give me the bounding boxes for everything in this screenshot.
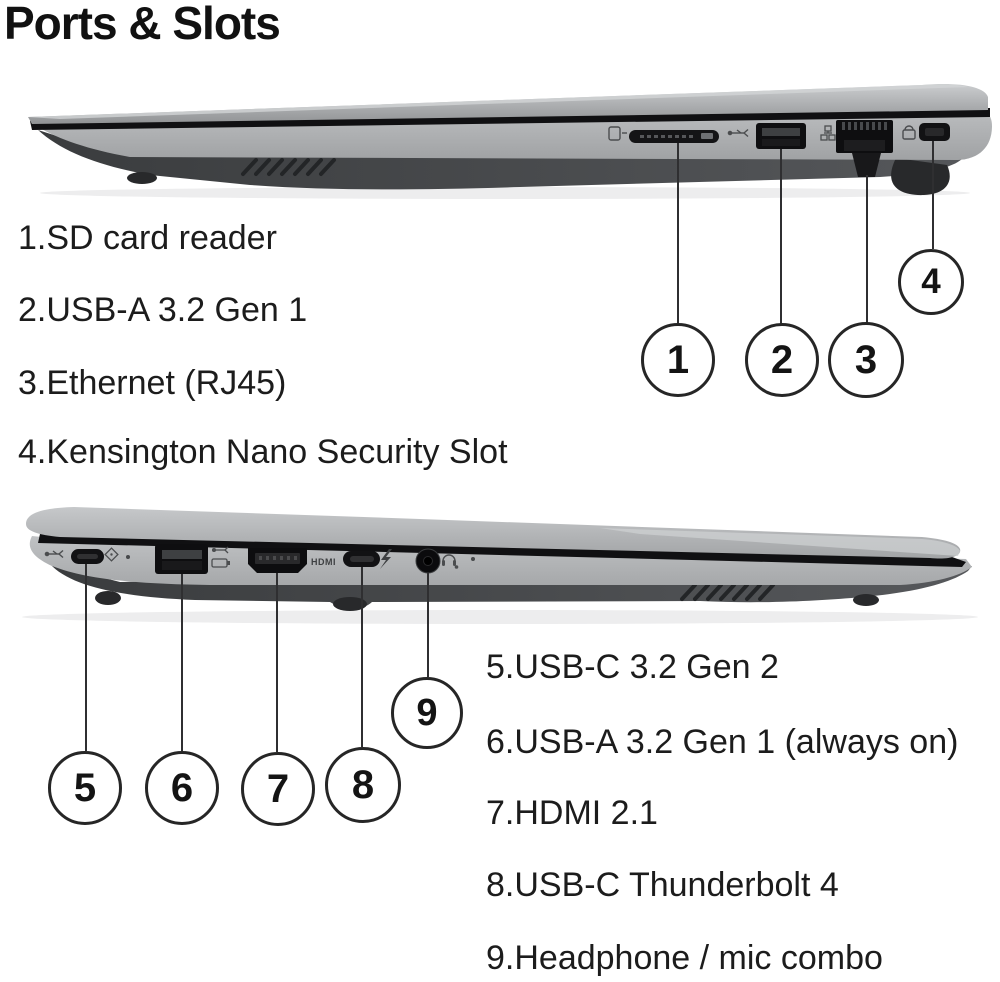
kensington-nano-slot [919,123,950,141]
callout-number-9: 9 [416,691,438,734]
callout-line-4 [932,141,934,249]
laptop2-right-foot [853,594,879,606]
callout-line-7 [276,573,278,752]
usb-a-port-2 [155,544,208,574]
callout-circle-9: 9 [391,677,463,749]
port-label-6: 6.USB-A 3.2 Gen 1 (always on) [486,723,959,761]
callout-line-6 [181,574,183,751]
callout-number-8: 8 [351,762,375,807]
usb-superspeed-icon-usba [211,546,229,554]
laptop1-lid-highlight [28,84,968,119]
ethernet-icon [820,125,836,141]
laptop-left-side-view: HDMI [22,507,978,624]
laptop2-lid-gap [38,534,966,567]
callout-line-1 [677,143,679,323]
callout-line-3 [866,175,868,323]
laptop2-left-foot [95,591,121,605]
port-label-4: 4.Kensington Nano Security Slot [18,433,508,471]
power-diamond-icon [104,547,119,562]
led-dot-icon [126,555,130,559]
headphone-jack-port [415,548,441,574]
port-label-3: 3.Ethernet (RJ45) [18,364,287,402]
laptop1-right-foot [891,158,950,196]
callout-circle-7: 7 [241,752,315,826]
callout-circle-8: 8 [325,747,401,823]
callout-number-1: 1 [666,337,690,382]
laptop2-lid-highlight [600,528,960,556]
usb-c-port [71,549,104,564]
usb-superspeed-icon-usbc [44,549,64,559]
callout-circle-6: 6 [145,751,219,825]
callout-circle-5: 5 [48,751,122,825]
thunderbolt-usb-c-port [343,551,380,567]
callout-number-4: 4 [921,262,941,301]
callout-number-7: 7 [266,766,290,811]
callout-number-3: 3 [854,337,878,382]
port-label-9: 9.Headphone / mic combo [486,939,883,977]
port-label-2: 2.USB-A 3.2 Gen 1 [18,291,308,329]
ethernet-rj45-port [836,120,893,177]
usb-superspeed-icon [727,128,749,138]
laptop1-shadow [40,187,970,199]
laptop-right-side-view [28,84,992,199]
laptop2-shadow [22,610,978,624]
laptop2-vents [680,583,775,601]
callout-line-2 [780,149,782,324]
laptop2-mid-foot [333,597,367,611]
port-label-8: 8.USB-C Thunderbolt 4 [486,866,839,904]
headset-icon [442,554,459,569]
usb-a-port-1 [756,123,806,149]
hdmi-label: HDMI [311,557,336,567]
callout-line-5 [85,564,87,751]
laptop1-lid-gap [30,108,990,130]
laptop2-lid [26,507,961,559]
callout-circle-3: 3 [828,322,904,398]
led-dot-icon-2 [471,557,475,561]
port-label-1: 1.SD card reader [18,219,277,257]
laptop1-left-foot [127,172,157,184]
callout-circle-4: 4 [898,249,964,315]
thunderbolt-icon [380,549,392,569]
port-label-7: 7.HDMI 2.1 [486,794,658,832]
callout-number-2: 2 [770,337,794,382]
page-title: Ports & Slots [4,0,281,49]
sd-card-reader-port [629,130,719,143]
callout-circle-2: 2 [745,323,819,397]
battery-icon [211,558,230,568]
callout-line-9 [427,573,429,677]
callout-number-5: 5 [73,765,97,810]
callout-circle-1: 1 [641,323,715,397]
port-label-5: 5.USB-C 3.2 Gen 2 [486,648,779,686]
kensington-lock-icon [902,125,916,140]
sd-card-icon [608,126,627,141]
callout-line-8 [361,567,363,747]
callout-number-6: 6 [170,765,194,810]
hdmi-port [248,548,307,573]
laptop1-vents [241,158,336,176]
